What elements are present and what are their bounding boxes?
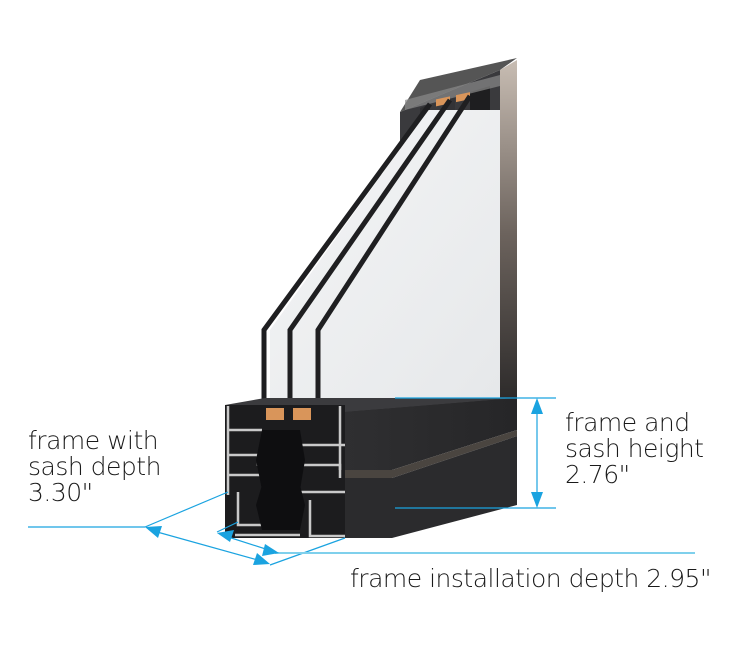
height-label-line2: sash height: [565, 434, 704, 463]
depth-left-extension: [144, 491, 229, 528]
dimension-lines: [28, 397, 695, 566]
thermal-break: [256, 430, 305, 530]
arrow-left-small-icon: [217, 530, 234, 542]
glass-pane-3: [315, 94, 473, 400]
arrow-up-icon: [531, 398, 543, 414]
aluminum-profile: [226, 406, 345, 538]
insulation-block-2: [293, 408, 311, 420]
depth-label-line2: sash depth: [28, 452, 161, 481]
install-left-extension: [216, 521, 239, 533]
glass-pane-2: [287, 98, 453, 400]
frame-installation-depth-label: frame installation depth 2.95": [350, 566, 711, 592]
frame-with-sash-depth-label: frame with sash depth 3.30": [28, 428, 161, 506]
depth-right-extension: [269, 537, 346, 566]
arrow-right-small-icon: [262, 544, 279, 556]
depth-dimension-line: [149, 529, 266, 563]
depth-label-value: 3.30": [28, 478, 93, 507]
dimension-arrows: [145, 398, 543, 565]
height-label-value: 2.76": [565, 460, 630, 489]
height-label-line1: frame and: [565, 408, 690, 437]
frame-and-sash-height-label: frame and sash height 2.76": [565, 408, 704, 489]
arrow-down-icon: [531, 492, 543, 508]
arrow-left-icon: [145, 526, 162, 538]
glass-panes: [261, 94, 500, 400]
glass-pane-1: [261, 102, 433, 400]
insulation-block-1: [266, 408, 284, 420]
horizontal-frame: [225, 398, 517, 538]
arrow-right-icon: [253, 553, 270, 565]
install-label-text: frame installation depth 2.95": [350, 564, 711, 593]
depth-label-line1: frame with: [28, 426, 159, 455]
